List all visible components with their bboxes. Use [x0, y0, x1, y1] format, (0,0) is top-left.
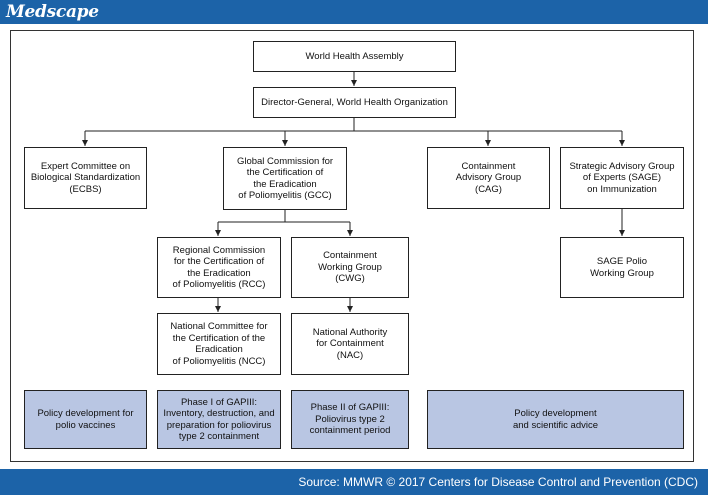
- node-nac: National Authority for Containment (NAC): [291, 313, 409, 375]
- node-sage-polio: SAGE Polio Working Group: [560, 237, 684, 298]
- phase-policy-advice: Policy development and scientific advice: [427, 390, 684, 449]
- node-gcc: Global Commission for the Certification …: [223, 147, 347, 210]
- node-cwg: Containment Working Group (CWG): [291, 237, 409, 298]
- node-ncc: National Committee for the Certification…: [157, 313, 281, 375]
- node-rcc: Regional Commission for the Certificatio…: [157, 237, 281, 298]
- node-world-health-assembly: World Health Assembly: [253, 41, 456, 72]
- source-citation: Source: MMWR © 2017 Centers for Disease …: [298, 475, 698, 489]
- header-bar: Medscape: [0, 0, 708, 24]
- node-cag: Containment Advisory Group (CAG): [427, 147, 550, 209]
- node-sage: Strategic Advisory Group of Experts (SAG…: [560, 147, 684, 209]
- node-ecbs: Expert Committee on Biological Standardi…: [24, 147, 147, 209]
- node-director-general: Director-General, World Health Organizat…: [253, 87, 456, 118]
- medscape-logo[interactable]: Medscape: [6, 2, 99, 22]
- phase-policy-vaccines: Policy development for polio vaccines: [24, 390, 147, 449]
- diagram-frame: [10, 30, 694, 462]
- phase-gapiii-phase2: Phase II of GAPIII: Poliovirus type 2 co…: [291, 390, 409, 449]
- footer-bar: Source: MMWR © 2017 Centers for Disease …: [0, 469, 708, 495]
- phase-gapiii-phase1: Phase I of GAPIII: Inventory, destructio…: [157, 390, 281, 449]
